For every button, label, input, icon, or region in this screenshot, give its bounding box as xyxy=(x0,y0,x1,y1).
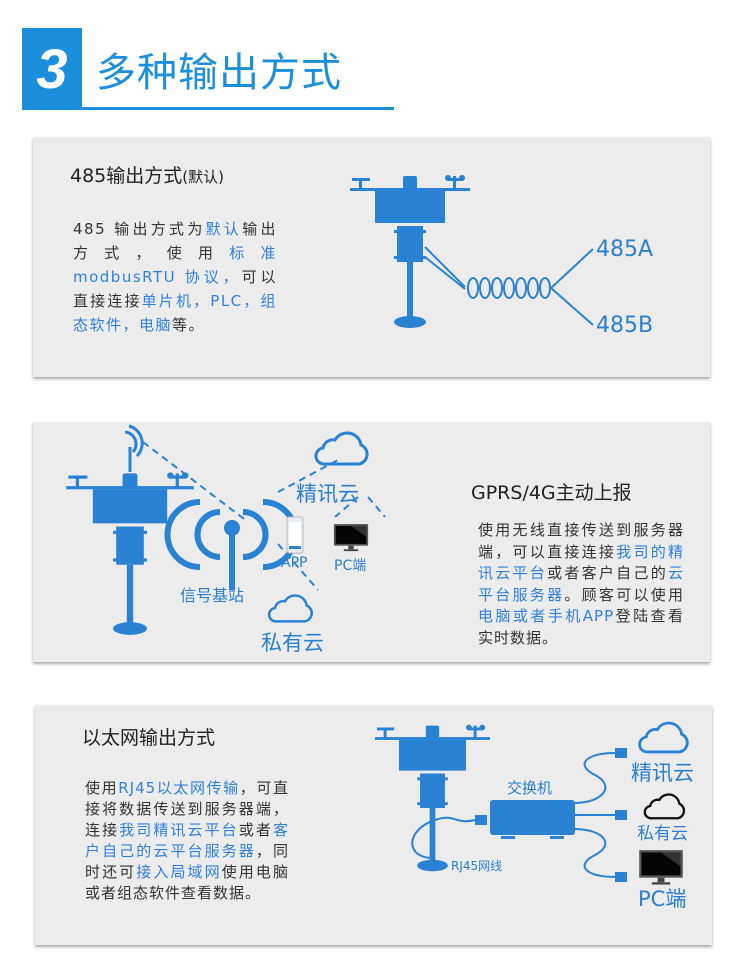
phone-app-icon xyxy=(286,516,304,554)
title-underline xyxy=(22,107,394,110)
highlight-text: 接入局域网 xyxy=(136,863,222,881)
highlight-text: 单片机，PLC，组态软件，电脑 xyxy=(73,292,277,334)
body-text: 。顾客可以使用 xyxy=(564,585,684,604)
signal-tower-icon xyxy=(164,499,299,590)
body-text: 使用电脑或者组态软件查看数据。 xyxy=(85,863,289,902)
cloud-icon xyxy=(314,431,369,466)
highlight-text: 云平台服务器 xyxy=(478,564,684,604)
section-number-badge: 3 xyxy=(22,28,82,108)
switch-label: 交换机 xyxy=(507,779,553,797)
pc-label: PC端 xyxy=(334,558,367,574)
ethernet-diagram xyxy=(375,721,689,885)
highlight-text: 默认 xyxy=(205,220,243,238)
panel-485: 485输出方式(默认) 485 输出方式为默认输出方式，使用标准modbusRT… xyxy=(33,137,710,377)
body-text: 使用 xyxy=(85,779,119,797)
weather-station-icon xyxy=(375,724,490,872)
cloud-label-private: 私有云 xyxy=(637,824,688,844)
panel-ethernet-title: 以太网输出方式 xyxy=(82,727,216,749)
label-485b: 485B xyxy=(596,313,654,338)
gprs-diagram xyxy=(66,424,386,635)
title-text: 485输出方式 xyxy=(70,165,183,187)
rs485-diagram xyxy=(350,175,594,328)
body-text: 登陆查看实时数据。 xyxy=(478,607,684,647)
highlight-text: 标准modbusRTU 协议， xyxy=(73,244,277,286)
highlight-text: 我司精讯云平台 xyxy=(119,821,239,839)
body-text: 485 输出方式为 xyxy=(73,220,206,238)
cloud-icon xyxy=(638,721,689,754)
body-text: 或者客户自己的 xyxy=(547,564,668,582)
app-label: APP xyxy=(281,555,308,571)
cloud-icon xyxy=(643,793,686,820)
body-text: 使用无线直接传送到服务器端，可以直接连接 xyxy=(478,521,684,561)
pc-monitor-icon xyxy=(333,524,369,552)
panel-gprs-title: GPRS/4G主动上报 xyxy=(471,482,632,504)
body-text: ，可直接将数据传送到服务器端，连接 xyxy=(85,779,289,839)
rj45-plugs xyxy=(475,748,627,882)
body-text: 或者 xyxy=(238,821,273,839)
panel-ethernet: 以太网输出方式 使用RJ45以太网传输，可直接将数据传送到服务器端，连接我司精讯… xyxy=(35,705,712,945)
panel-ethernet-body: 使用RJ45以太网传输，可直接将数据传送到服务器端，连接我司精讯云平台或者客户自… xyxy=(85,778,289,904)
highlight-text: RJ45以太网传输 xyxy=(118,779,240,797)
cloud-label-jingxun: 精讯云 xyxy=(296,482,359,506)
cloud-icon xyxy=(267,594,314,623)
antenna-signal-icon xyxy=(124,424,144,472)
panel-485-body: 485 输出方式为默认输出方式，使用标准modbusRTU 协议，可以直接连接单… xyxy=(73,217,277,337)
weather-station-icon xyxy=(350,175,470,328)
panel-485-title: 485输出方式(默认) xyxy=(70,161,224,188)
label-485a: 485A xyxy=(596,237,654,262)
body-text: ，同时还可 xyxy=(85,842,289,881)
title-note: (默认) xyxy=(182,168,224,186)
highlight-text: 客户自己的云平台服务器 xyxy=(85,821,289,860)
pc-label: PC端 xyxy=(638,887,687,911)
cloud-label-private: 私有云 xyxy=(261,631,324,655)
panel-gprs: 精讯云 APP PC端 信号基站 私有云 GPRS/4G主动上报 使用无线直接传… xyxy=(33,422,710,662)
panel-gprs-body: 使用无线直接传送到服务器端，可以直接连接我司的精讯云平台或者客户自己的云平台服务… xyxy=(478,520,684,649)
twisted-pair-cable xyxy=(424,246,594,326)
rj45-cables xyxy=(411,752,616,878)
cable-label: RJ45网线 xyxy=(451,859,503,873)
cloud-label-jingxun: 精讯云 xyxy=(631,761,694,785)
body-text: 输出方式，使用 xyxy=(73,220,277,262)
pc-monitor-icon xyxy=(639,850,683,885)
body-text: 等。 xyxy=(172,316,206,334)
wireless-links xyxy=(142,441,386,591)
body-text: 可以直接连接 xyxy=(73,268,277,310)
highlight-text: 电脑或者手机APP xyxy=(478,607,615,625)
page-title: 多种输出方式 xyxy=(96,50,342,96)
switch-icon xyxy=(490,800,575,839)
highlight-text: 我司的精讯云平台 xyxy=(478,542,684,583)
tower-label: 信号基站 xyxy=(180,586,245,605)
